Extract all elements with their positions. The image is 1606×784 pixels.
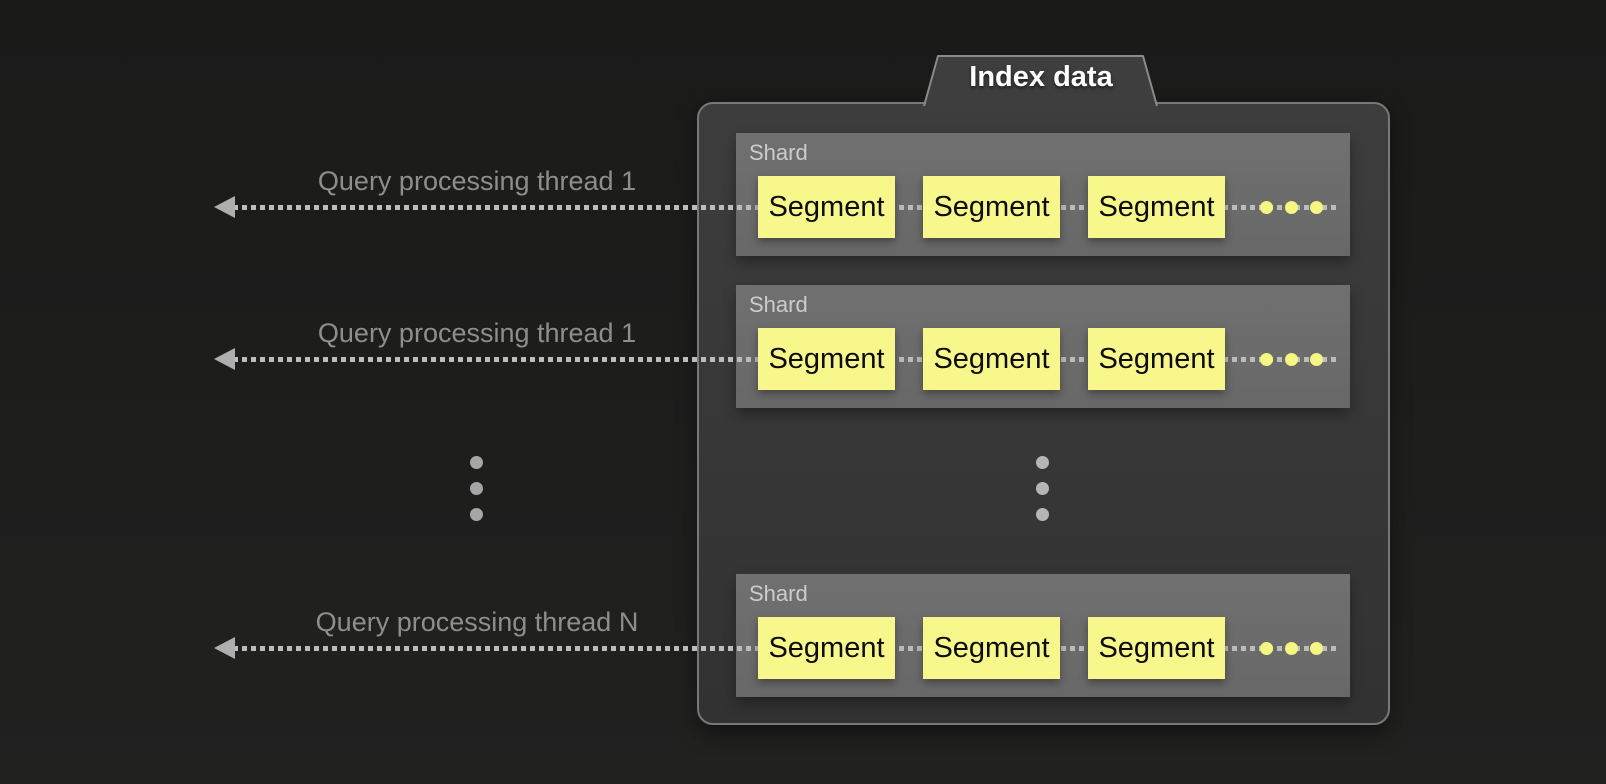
segment-box: Segment <box>1088 176 1225 238</box>
ellipsis-dot <box>1310 201 1323 214</box>
ellipsis-dot <box>1036 482 1049 495</box>
vertical-ellipsis-icon <box>1036 456 1049 521</box>
segment-box: Segment <box>1088 328 1225 390</box>
shard-label: Shard <box>749 292 808 317</box>
segment-box: Segment <box>923 617 1060 679</box>
ellipsis-dot <box>1260 201 1273 214</box>
query-thread-label: Query processing thread N <box>315 607 639 637</box>
segment-box: Segment <box>1088 617 1225 679</box>
shard-label: Shard <box>749 581 808 606</box>
horizontal-ellipsis-icon <box>1260 642 1323 655</box>
ellipsis-dot <box>1036 508 1049 521</box>
ellipsis-dot <box>1285 353 1298 366</box>
segment-box: Segment <box>923 176 1060 238</box>
ellipsis-dot <box>1310 642 1323 655</box>
ellipsis-dot <box>1260 353 1273 366</box>
left-arrowhead-icon <box>214 637 235 659</box>
segment-box: Segment <box>758 176 895 238</box>
ellipsis-dot <box>1036 456 1049 469</box>
query-thread-label: Query processing thread 1 <box>317 166 637 196</box>
segment-box: Segment <box>923 328 1060 390</box>
ellipsis-dot <box>1310 353 1323 366</box>
query-thread-label: Query processing thread 1 <box>317 318 637 348</box>
ellipsis-dot <box>1285 642 1298 655</box>
index-data-tab <box>923 55 1158 110</box>
ellipsis-dot <box>470 508 483 521</box>
index-data-tab-label: Index data <box>969 61 1113 93</box>
segment-box: Segment <box>758 617 895 679</box>
ellipsis-dot <box>470 456 483 469</box>
horizontal-ellipsis-icon <box>1260 201 1323 214</box>
vertical-ellipsis-icon <box>470 456 483 521</box>
left-arrowhead-icon <box>214 196 235 218</box>
ellipsis-dot <box>1285 201 1298 214</box>
left-arrowhead-icon <box>214 348 235 370</box>
ellipsis-dot <box>1260 642 1273 655</box>
segment-box: Segment <box>758 328 895 390</box>
ellipsis-dot <box>470 482 483 495</box>
shard-label: Shard <box>749 140 808 165</box>
horizontal-ellipsis-icon <box>1260 353 1323 366</box>
